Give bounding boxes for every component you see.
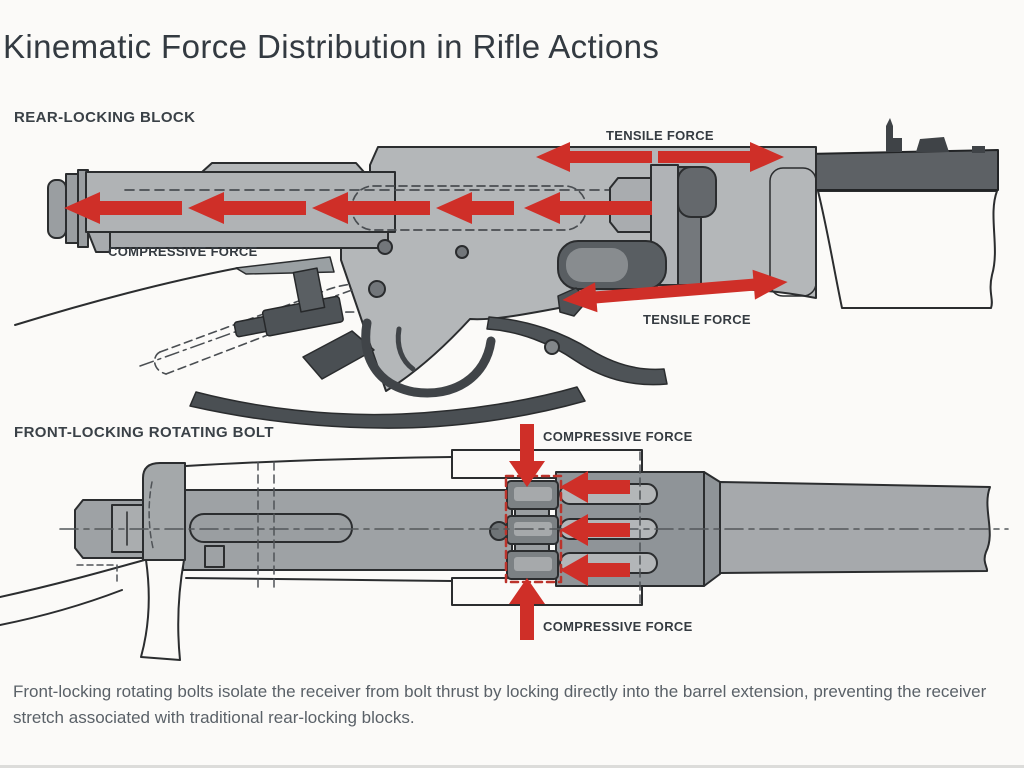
grip-screw [544,339,560,355]
compressive-arrow-down [509,424,545,487]
hidden-lines-bolt [76,451,641,605]
bolt-rear [74,462,186,661]
compressive-arrow [524,192,652,224]
bottom-edge-divider [0,765,1024,768]
compressive-arrow [188,192,306,224]
rear-locking-illustration [14,118,999,429]
thrust-arrow [560,514,630,546]
carrier-post [292,267,326,313]
trigger [395,326,416,372]
thrust-arrow [560,554,630,586]
grip-strap [486,316,668,386]
lever-and-trigger [189,287,668,429]
bolt-head-lugs [489,474,563,584]
stock-outline [817,190,998,309]
receiver-outline [185,456,453,582]
force-arrows-front-locking [509,424,630,640]
tensile-force-top-label: TENSILE FORCE [606,128,714,143]
trigger-guard [361,318,496,398]
page-title: Kinematic Force Distribution in Rifle Ac… [3,28,660,65]
rear-sight-icon [886,118,902,152]
compressive-force-bottom-label: COMPRESSIVE FORCE [543,619,693,634]
lever-arm [302,330,375,380]
lever-loop [189,386,586,429]
compressive-force-label: COMPRESSIVE FORCE [108,244,258,259]
force-arrows-rear-locking [64,142,788,313]
tensile-arrow-top-left [536,142,652,172]
compressive-arrow [436,192,514,224]
bolt-shroud [142,462,186,561]
tang-and-sight [805,118,999,191]
compressive-arrow [64,192,182,224]
bolt-handle [140,559,185,661]
receiver-screws [368,239,469,298]
stock-wrist-lines [0,558,149,626]
magazine-follower [233,295,344,338]
caption-text: Front-locking rotating bolts isolate the… [13,682,987,727]
bolt-body [182,489,513,571]
compressive-arrow-up [509,578,545,640]
front-locking-illustration [0,424,1009,661]
compressive-force-top-label: COMPRESSIVE FORCE [543,429,693,444]
compressive-arrow [312,192,430,224]
front-locking-label: FRONT-LOCKING ROTATING BOLT [14,424,274,441]
rear-locking-label: REAR-LOCKING BLOCK [14,109,196,126]
tensile-arrow-top-right [658,142,784,172]
bolt-groove [189,513,353,543]
tensile-force-bottom-label: TENSILE FORCE [643,312,751,327]
bolt-and-locking-block [557,164,717,290]
thrust-arrow [560,471,630,503]
sight-rib [201,162,365,173]
tensile-arrow-bottom [562,269,788,313]
